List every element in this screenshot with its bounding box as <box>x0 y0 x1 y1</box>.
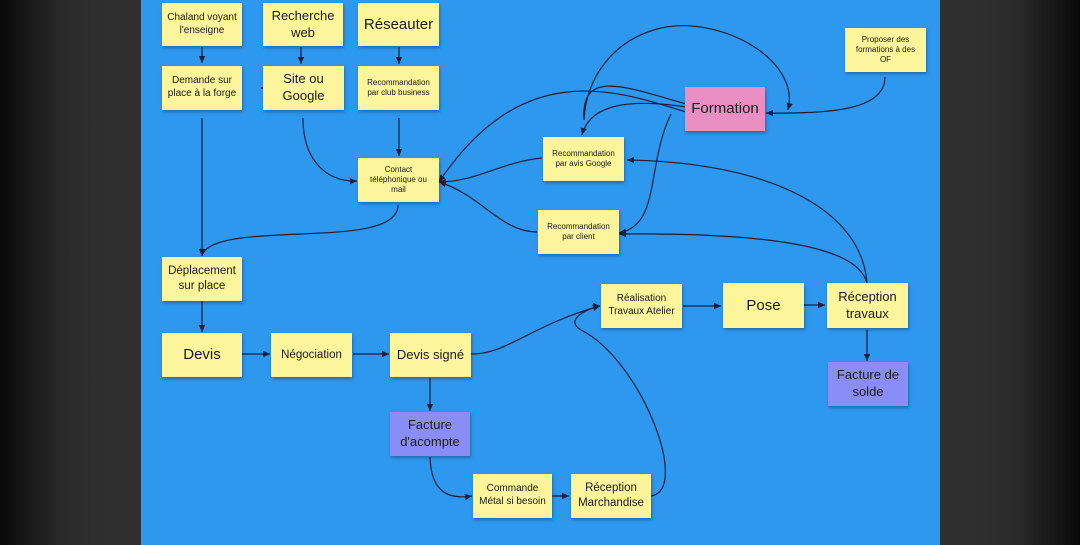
node-pose[interactable]: Pose <box>723 283 804 328</box>
edge-devis-signe-realisation <box>470 304 601 355</box>
node-proposer-formations[interactable]: Proposer des formations à des OF <box>845 28 926 72</box>
node-commande-metal[interactable]: Commande Métal si besoin <box>473 474 552 518</box>
connectors-layer <box>198 25 886 501</box>
node-recommandation-avis-google[interactable]: Recommandation par avis Google <box>543 137 624 181</box>
node-negociation[interactable]: Négociation <box>271 333 352 377</box>
edge-contact-deplacement <box>200 204 399 257</box>
edge-formation-loop <box>583 25 793 121</box>
edge-formation-contact <box>438 90 687 183</box>
node-reception-travaux[interactable]: Réception travaux <box>827 283 908 328</box>
edge-formation-reco-google <box>580 102 687 136</box>
edge-formation-reco-client <box>618 113 672 235</box>
node-deplacement-sur-place[interactable]: Déplacement sur place <box>162 257 242 301</box>
edge-reco-client-contact <box>438 181 538 233</box>
node-reseauter[interactable]: Réseauter <box>358 3 439 46</box>
edge-reception-reco-google <box>626 156 868 284</box>
node-facture-acompte[interactable]: Facture d'acompte <box>390 412 470 456</box>
node-chaland-voyant-enseigne[interactable]: Chaland voyant l'enseigne <box>162 3 242 46</box>
edge-proposer-formation <box>765 76 886 117</box>
edge-reception-reco-client <box>618 230 868 284</box>
edge-site-contact <box>302 117 358 185</box>
edge-reception-marchandise-realisation <box>574 302 666 497</box>
node-contact-telephonique[interactable]: Contact téléphonique ou mail <box>358 158 439 202</box>
node-site-ou-google[interactable]: Site ou Google <box>263 66 344 110</box>
node-recherche-web[interactable]: Recherche web <box>263 3 343 46</box>
node-devis-signe[interactable]: Devis signé <box>390 333 471 377</box>
node-reception-marchandise[interactable]: Réception Marchandise <box>571 474 651 518</box>
node-demande-sur-place[interactable]: Demande sur place à la forge <box>162 66 242 110</box>
node-recommandation-client[interactable]: Recommandation par client <box>538 210 619 254</box>
node-facture-de-solde[interactable]: Facture de solde <box>828 362 908 406</box>
whiteboard-canvas[interactable]: Chaland voyant l'enseigne Recherche web … <box>141 0 940 545</box>
node-recommandation-club-business[interactable]: Recommandation par club business <box>358 66 439 110</box>
edge-facture-acompte-commande <box>429 456 473 501</box>
node-devis[interactable]: Devis <box>162 333 242 377</box>
edge-reco-google-contact <box>438 157 543 186</box>
node-formation[interactable]: Formation <box>685 87 765 131</box>
node-realisation-travaux-atelier[interactable]: Réalisation Travaux Atelier <box>601 284 682 328</box>
